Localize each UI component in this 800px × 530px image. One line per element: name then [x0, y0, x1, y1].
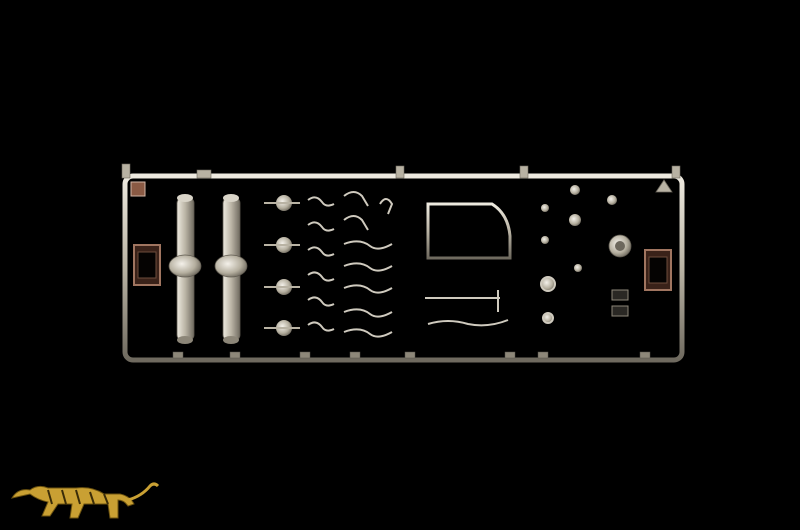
frame-tabs	[121, 163, 681, 179]
axle-part-left	[168, 194, 202, 344]
small-fittings	[541, 185, 632, 317]
triangle-tag-icon	[655, 179, 673, 193]
knob-parts	[264, 195, 300, 336]
clear-window-right	[644, 249, 672, 291]
part-number-tags	[172, 351, 651, 359]
runners-vertical	[184, 180, 630, 357]
tiger-icon	[10, 482, 160, 519]
pedal-parts	[343, 191, 394, 338]
lever-parts	[307, 196, 335, 332]
rod-parts	[425, 276, 556, 327]
runners-horizontal	[400, 268, 626, 334]
clear-window-left	[133, 244, 161, 286]
axle-part-right	[214, 194, 248, 344]
corner-tag-left	[130, 181, 146, 197]
hood-frame-part	[405, 202, 521, 260]
